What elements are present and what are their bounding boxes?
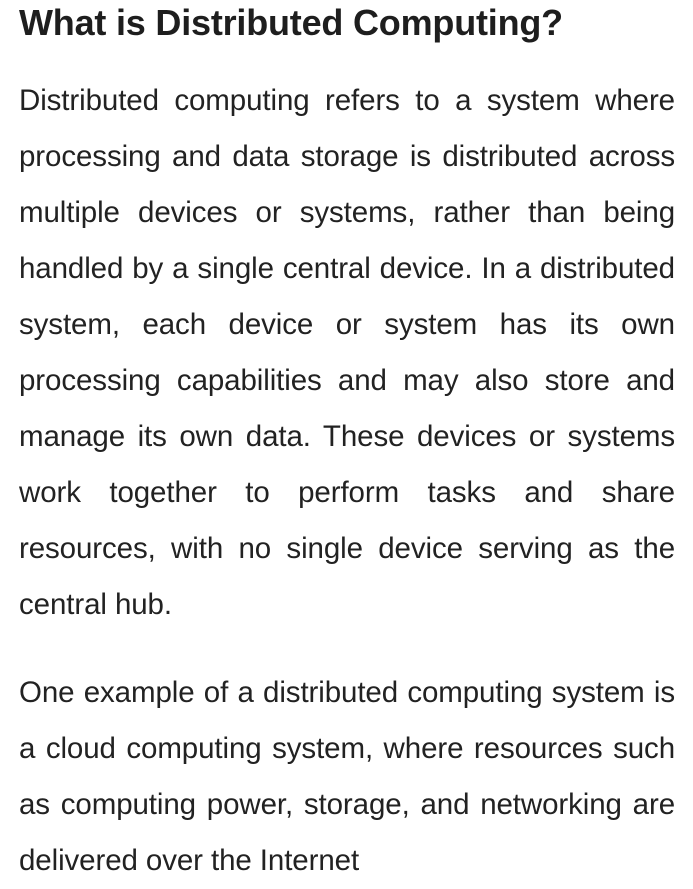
article-heading: What is Distributed Computing? [19,2,563,43]
article: What is Distributed Computing? Distribut… [19,0,675,889]
article-paragraph-1: Distributed computing refers to a system… [19,84,675,621]
article-paragraph-2: One example of a distributed computing s… [19,676,675,877]
